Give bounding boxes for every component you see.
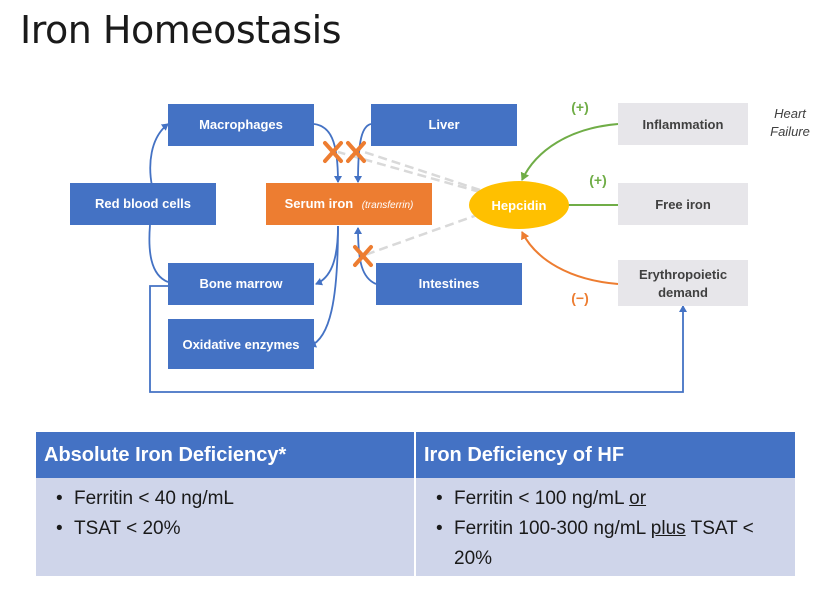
svg-text:Serum iron (transferrin): Serum iron (transferrin) [285, 195, 414, 212]
absolute-deficiency-body: Ferritin < 40 ng/mL TSAT < 20% [36, 478, 414, 576]
erythropoietic-arrow [521, 231, 619, 285]
hf-criterion-or: or [629, 488, 647, 509]
serum-iron-label: Serum iron [285, 196, 354, 211]
heart-failure-label-line1: Heart [774, 106, 807, 121]
hepcidin-label: Hepcidin [492, 198, 547, 213]
inflammation-sign: (+) [571, 99, 589, 115]
macrophages-label: Macrophages [199, 117, 283, 132]
intestines-node: Intestines [376, 263, 522, 305]
red-blood-cells-label: Red blood cells [95, 196, 191, 211]
hf-criterion-ferritin-range: Ferritin 100-300 ng/mL [454, 518, 651, 539]
hepcidin-inhibition-lines [337, 148, 481, 258]
serum-iron-node: Serum iron (transferrin) [266, 183, 432, 225]
bone-marrow-label: Bone marrow [199, 276, 283, 291]
erythropoietic-label-line2: demand [658, 285, 708, 300]
hf-deficiency-body: Ferritin < 100 ng/mL or Ferritin 100-300… [416, 478, 795, 576]
heart-failure-label-line2: Failure [770, 124, 810, 139]
block-icon-liver [346, 141, 366, 163]
flow-arrows [148, 123, 687, 393]
hf-criterion-ferritin-tsat: Ferritin 100-300 ng/mL plus TSAT < 20% [436, 514, 787, 574]
inflammation-node: Inflammation [618, 103, 748, 145]
hf-deficiency-column: Iron Deficiency of HF Ferritin < 100 ng/… [416, 432, 795, 576]
hf-criterion-ferritin-text: Ferritin < 100 ng/mL [454, 488, 630, 509]
liver-label: Liver [428, 117, 459, 132]
iron-deficiency-table: Absolute Iron Deficiency* Ferritin < 40 … [36, 432, 795, 576]
macrophages-node: Macrophages [168, 104, 314, 146]
erythropoietic-sign: (−) [571, 290, 589, 306]
free-iron-sign: (+) [589, 172, 607, 188]
serum-iron-sub-label: (transferrin) [362, 200, 414, 211]
oxidative-enzymes-label: Oxidative enzymes [182, 337, 299, 352]
absolute-deficiency-header: Absolute Iron Deficiency* [36, 432, 414, 478]
iron-homeostasis-diagram: Macrophages Liver Red blood cells Bone m… [70, 99, 810, 393]
hf-criterion-tsat: TSAT < 20% [454, 518, 754, 569]
intestines-label: Intestines [419, 276, 480, 291]
absolute-criterion-ferritin: Ferritin < 40 ng/mL [56, 484, 406, 514]
erythropoietic-demand-node: Erythropoietic demand [618, 260, 748, 306]
liver-node: Liver [371, 104, 517, 146]
free-iron-node: Free iron [618, 183, 748, 225]
oxidative-enzymes-node: Oxidative enzymes [168, 319, 314, 369]
inflammation-label: Inflammation [643, 117, 724, 132]
hepcidin-node: Hepcidin [469, 181, 569, 229]
free-iron-label: Free iron [655, 197, 711, 212]
block-icon-macrophages [323, 141, 343, 163]
red-blood-cells-node: Red blood cells [70, 183, 216, 225]
absolute-criterion-tsat: TSAT < 20% [56, 514, 406, 544]
erythropoietic-label-line1: Erythropoietic [639, 267, 727, 282]
hf-criterion-ferritin: Ferritin < 100 ng/mL or [436, 484, 787, 514]
hf-criterion-plus: plus [650, 518, 686, 539]
page-title: Iron Homeostasis [20, 8, 342, 52]
block-icon-intestines [353, 245, 373, 267]
inflammation-arrow [520, 123, 619, 181]
bone-marrow-node: Bone marrow [168, 263, 314, 305]
hf-deficiency-header: Iron Deficiency of HF [416, 432, 795, 478]
absolute-deficiency-column: Absolute Iron Deficiency* Ferritin < 40 … [36, 432, 414, 576]
